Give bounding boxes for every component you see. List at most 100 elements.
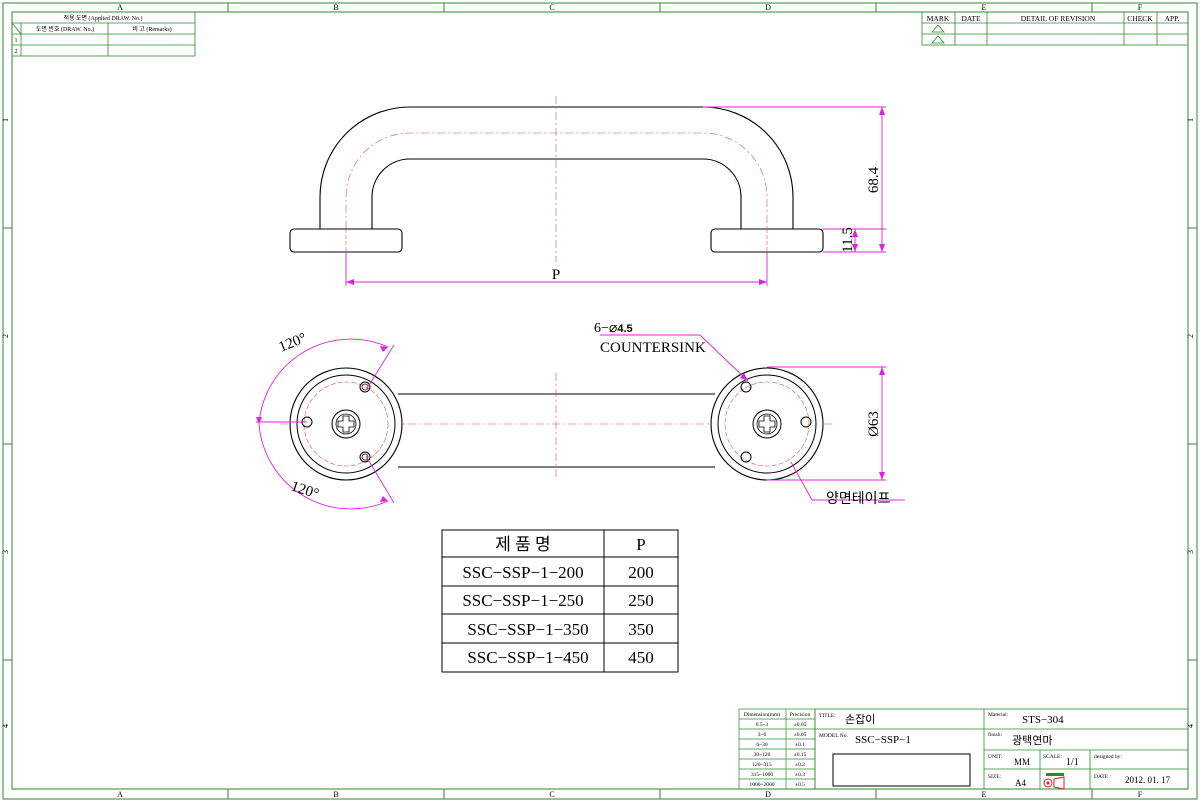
scale-value: 1/1 xyxy=(1066,757,1079,768)
product-table-name-header: 제 품 명 xyxy=(495,535,550,554)
tolerance-row-3-range: 6~30 xyxy=(756,742,767,748)
finish-value: 광택연마 xyxy=(1012,734,1052,747)
column-label-e-bottom: E xyxy=(982,790,987,799)
title-field-label: TITLE: xyxy=(819,713,836,719)
revision-triangle-icon xyxy=(931,24,945,44)
column-label-a: A xyxy=(117,3,123,12)
row-label-4: 4 xyxy=(1,724,10,728)
base-diameter-label: Ø63 xyxy=(866,411,882,437)
revision-date-header: DATE xyxy=(961,14,981,23)
left-countersink-hole-bottom xyxy=(359,451,371,463)
front-view-arrowheads xyxy=(346,107,885,285)
material-field-label: Material: xyxy=(988,712,1009,718)
unit-field-label: UNIT: xyxy=(988,754,1003,760)
double-sided-tape-label: 양면테이프 xyxy=(826,491,891,507)
scale-field-label: SCALE: xyxy=(1043,754,1062,760)
hole-spec-prefix: 6−⌀ xyxy=(594,321,617,336)
left-countersink-hole-top xyxy=(359,381,371,393)
column-label-e: E xyxy=(982,3,987,12)
tolerance-row-6-value: ±0.3 xyxy=(795,772,805,778)
row-label-1-right: 1 xyxy=(1186,118,1195,122)
applied-table-remarks-col: 비 고 (Remarks) xyxy=(132,25,171,33)
tolerance-row-3-value: ±0.1 xyxy=(795,742,805,748)
tolerance-row-2-value: ±0.05 xyxy=(794,732,807,738)
title-value: 손잡이 xyxy=(845,713,875,726)
date-field-label: DATE : xyxy=(1094,774,1111,780)
left-flange xyxy=(289,367,403,481)
tolerance-row-4-range: 30~120 xyxy=(754,752,771,758)
row-label-2-right: 2 xyxy=(1186,334,1195,338)
column-label-f-bottom: F xyxy=(1138,790,1143,799)
column-label-a-bottom: A xyxy=(117,790,123,799)
front-view xyxy=(289,96,824,262)
title-block-note-box xyxy=(832,753,971,787)
row-label-4-right: 4 xyxy=(1186,724,1195,728)
finish-field-label: finish: xyxy=(988,731,1003,738)
product-table-p-header: P xyxy=(636,535,645,554)
revision-table: MARK DATE DETAIL OF REVISION CHECK APP. xyxy=(921,11,1189,46)
right-countersink-hole-bottom xyxy=(740,451,752,463)
row-label-3: 3 xyxy=(1,550,10,554)
row-label-2: 2 xyxy=(1,334,10,338)
countersink-label: COUNTERSINK xyxy=(600,340,706,356)
applied-table-row-1: 1 xyxy=(15,38,18,44)
top-view-arrowheads xyxy=(256,346,885,502)
tolerance-row-1-range: 0.5~3 xyxy=(756,722,769,728)
base-height-dimension-label: 11.5 xyxy=(840,227,856,253)
column-label-c-bottom: C xyxy=(549,790,554,799)
revision-app-header: APP. xyxy=(1165,14,1180,23)
applied-table-drawing-col: 도면 번호 (DRAW. No.) xyxy=(36,25,94,33)
product-row-2-p: 250 xyxy=(628,591,654,610)
applied-table-row-2: 2 xyxy=(15,49,18,55)
tolerance-table: Dimension(mm) Precision 0.5~3 ±0.05 3~6 … xyxy=(738,708,816,790)
applied-table-header: 적용 도면 (Applied DRAW. No.) xyxy=(63,14,142,22)
model-value: SSC−SSP−1 xyxy=(855,734,911,746)
row-label-3-right: 3 xyxy=(1186,550,1195,554)
tolerance-row-1-value: ±0.05 xyxy=(794,722,807,728)
angle-bottom-label: 120° xyxy=(289,479,321,503)
material-value: STS−304 xyxy=(1022,714,1064,726)
model-field-label: MODEL No. xyxy=(819,733,848,739)
product-table: 제 품 명 P SSC−SSP−1−200 200 SSC−SSP−1−250 … xyxy=(441,529,679,673)
product-row-3-name: SSC−SSP−1−350 xyxy=(467,620,588,639)
hole-spec-label: 6−⌀4.5 xyxy=(594,321,633,336)
product-row-1-p: 200 xyxy=(628,563,654,582)
row-label-1: 1 xyxy=(1,118,10,122)
tolerance-row-4-value: ±0.15 xyxy=(794,752,807,758)
product-row-3-p: 350 xyxy=(628,620,654,639)
product-row-4-name: SSC−SSP−1−450 xyxy=(467,648,588,667)
column-label-d-bottom: D xyxy=(765,790,771,799)
projection-symbol-icon xyxy=(1043,773,1065,790)
tolerance-precision-header: Precision xyxy=(790,712,811,718)
tolerance-row-6-range: 315~1000 xyxy=(751,772,773,778)
revision-mark-header: MARK xyxy=(927,14,950,23)
top-view-dimensions xyxy=(256,334,905,510)
product-row-2-name: SSC−SSP−1−250 xyxy=(462,591,583,610)
tolerance-row-5-range: 120~315 xyxy=(752,762,772,768)
unit-value: MM xyxy=(1014,757,1030,767)
size-value: A4 xyxy=(1015,778,1026,788)
column-label-b: B xyxy=(333,3,338,12)
size-field-label: SIZE: xyxy=(988,774,1002,780)
column-label-b-bottom: B xyxy=(333,790,338,799)
tolerance-row-7-value: ±0.5 xyxy=(795,782,805,788)
right-countersink-hole-side xyxy=(800,416,812,428)
column-label-c: C xyxy=(549,3,554,12)
column-label-f: F xyxy=(1138,3,1143,12)
tolerance-row-5-value: ±0.2 xyxy=(795,762,805,768)
length-dimension-label: P xyxy=(552,267,560,283)
date-value: 2012. 01. 17 xyxy=(1125,775,1171,785)
revision-detail-header: DETAIL OF REVISION xyxy=(1021,14,1096,23)
front-view-dimensions xyxy=(345,106,886,286)
tolerance-row-7-range: 1000~2000 xyxy=(750,782,775,788)
right-flange xyxy=(710,367,824,481)
tolerance-dimension-header: Dimension(mm) xyxy=(744,711,781,718)
designed-by-label: designed by: xyxy=(1094,754,1122,760)
top-view xyxy=(280,367,832,481)
applied-drawing-table: 적용 도면 (Applied DRAW. No.) 도면 번호 (DRAW. N… xyxy=(11,11,196,57)
right-countersink-hole-top xyxy=(740,381,752,393)
column-label-d: D xyxy=(765,3,771,12)
hole-spec-size: 4.5 xyxy=(617,323,632,335)
